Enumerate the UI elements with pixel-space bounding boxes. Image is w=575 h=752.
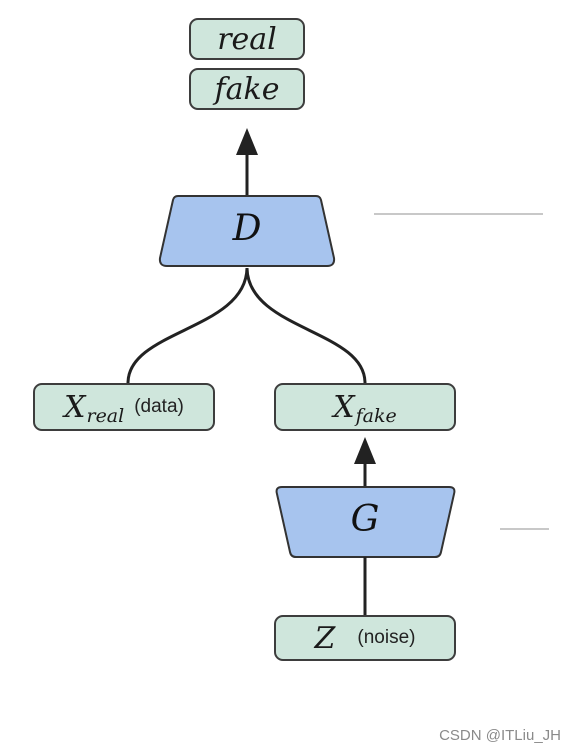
z-box: Z (noise) [274,615,456,661]
x-real-subscript: real [86,405,125,427]
x-fake-subscript: fake [355,405,397,427]
discriminator-label: D [232,208,262,249]
x-real-box: X real (data) [33,383,215,431]
watermark-text: CSDN @ITLiu_JH [439,727,561,744]
generator-shape [275,486,456,558]
connector-xfake-to-d [245,267,367,384]
x-fake-box: X fake [274,383,456,431]
output-fake-label: fake [214,71,280,107]
arrow-d-to-output-head [236,128,258,155]
output-fake-box: fake [189,68,305,110]
x-real-symbol: X [64,389,86,425]
output-real-label: real [217,21,277,57]
z-symbol: Z [314,620,336,656]
output-real-box: real [189,18,305,60]
z-note: (noise) [357,627,416,648]
generator-label: G [350,499,380,540]
x-real-note: (data) [134,396,184,417]
arrow-g-to-xfake-head [354,437,376,464]
discriminator-shape [158,195,336,267]
x-fake-symbol: X [333,389,355,425]
connector-xreal-to-d [126,267,249,384]
